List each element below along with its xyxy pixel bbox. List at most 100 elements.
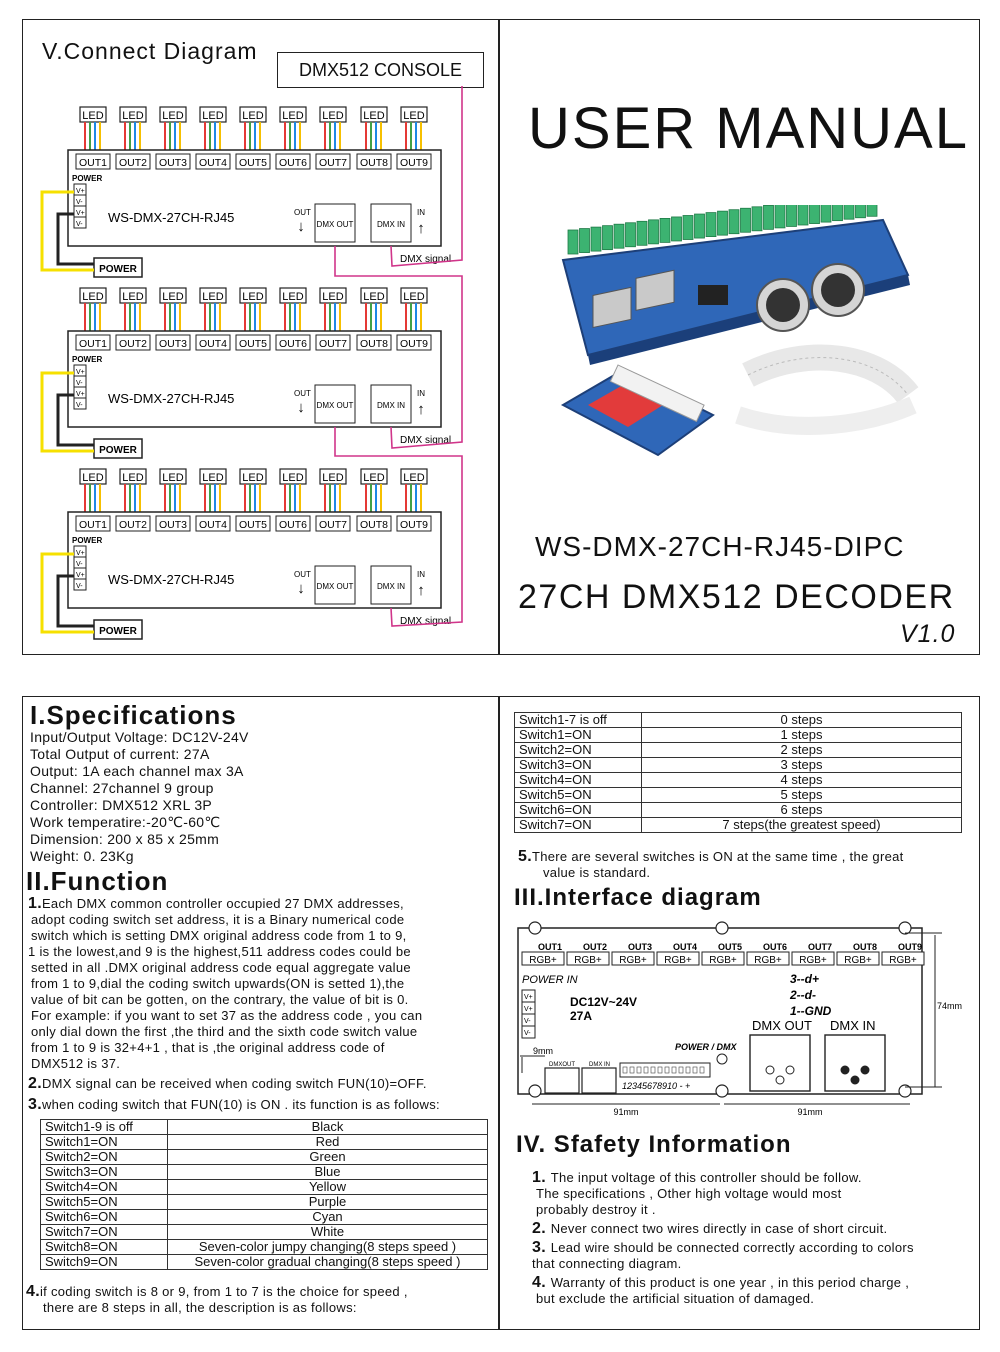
output-label: OUT8 xyxy=(360,157,388,169)
rgb-label: RGB+ xyxy=(529,955,557,966)
rgb-terminal xyxy=(701,951,745,966)
dmx-in-label: DMX IN xyxy=(830,1018,876,1033)
pin-label: 3--d+ xyxy=(790,972,819,986)
dip-lever xyxy=(685,1066,691,1074)
safety-line: 4. Warranty of this product is one year … xyxy=(532,1275,972,1291)
interface-heading: III.Interface diagram xyxy=(514,884,762,911)
safety-line: probably destroy it . xyxy=(532,1202,972,1218)
voltage-terminal xyxy=(73,397,87,410)
terminal-block xyxy=(809,205,820,224)
dip-lever xyxy=(643,1066,649,1074)
output-label: OUT9 xyxy=(400,157,428,169)
terminal-block xyxy=(705,212,717,237)
power-label: POWER xyxy=(72,174,102,183)
rgb-terminal xyxy=(611,951,655,966)
terminal-block xyxy=(717,210,728,236)
rgb-terminal xyxy=(656,951,700,966)
voltage-label: V- xyxy=(76,199,83,206)
mounting-hole xyxy=(715,1084,729,1098)
xlr-pin xyxy=(785,1065,795,1075)
arrow-down-icon: ↓ xyxy=(297,399,305,416)
mounting-hole xyxy=(898,1084,912,1098)
dmx-out-label: DMX OUT xyxy=(752,1018,812,1033)
output-terminal xyxy=(356,515,392,532)
output-label: OUT9 xyxy=(898,942,922,952)
led-box xyxy=(119,106,147,123)
terminal-block xyxy=(774,205,786,229)
terminal-block xyxy=(820,205,832,223)
led-box xyxy=(400,468,428,485)
terminal-block xyxy=(855,205,866,219)
mounting-hole xyxy=(528,1084,542,1098)
output-label: OUT1 xyxy=(79,157,107,169)
safety-line: 1. The input voltage of this controller … xyxy=(532,1170,972,1186)
text-line: There are several switches is ON at the … xyxy=(531,849,904,864)
safety-text: that connecting diagram. xyxy=(532,1256,682,1271)
text-line: setted in all .DMX original address code… xyxy=(31,960,411,975)
dmx-in-label: DMX IN xyxy=(377,401,405,410)
output-terminal xyxy=(195,334,231,351)
output-terminal xyxy=(356,153,392,170)
power-wire-negative xyxy=(56,574,94,628)
item-number: 2. xyxy=(532,1220,551,1237)
dip-lever xyxy=(692,1066,698,1074)
led-label: LED xyxy=(242,110,263,122)
item-number: 1. xyxy=(532,1169,551,1186)
safety-text: Warranty of this product is one year , i… xyxy=(550,1275,910,1290)
led-label: LED xyxy=(322,291,343,303)
value-cell: 5 steps xyxy=(641,787,962,803)
output-terminal xyxy=(115,153,151,170)
specs-heading: I.Specifications xyxy=(30,700,237,730)
value-cell: 1 steps xyxy=(641,727,962,743)
output-terminal xyxy=(396,515,432,532)
power-supply-box xyxy=(93,438,143,459)
led-box xyxy=(239,287,267,304)
output-label: OUT4 xyxy=(199,338,227,350)
terminal-block xyxy=(740,207,751,233)
item-number: 4. xyxy=(532,1274,551,1291)
value-cell: Red xyxy=(167,1134,488,1150)
text-line: if coding switch is 8 or 9, from 1 to 7 … xyxy=(39,1284,408,1299)
dmx-out-label: DMX OUT xyxy=(317,401,354,410)
led-label: LED xyxy=(162,472,183,484)
value-cell: White xyxy=(167,1224,488,1240)
voltage-label: V- xyxy=(76,221,83,228)
led-label: LED xyxy=(202,472,223,484)
dip-lever xyxy=(629,1066,635,1074)
led-box xyxy=(79,106,107,123)
output-label: OUT8 xyxy=(360,338,388,350)
output-label: OUT3 xyxy=(159,519,187,531)
output-label: OUT6 xyxy=(763,942,787,952)
output-label: OUT9 xyxy=(400,519,428,531)
terminal-block xyxy=(832,205,843,222)
switch-cell: Switch4=ON xyxy=(40,1179,168,1195)
dmx-out-port xyxy=(314,384,356,424)
terminal-block xyxy=(843,205,855,220)
cover-version: V1.0 xyxy=(900,620,956,648)
output-label: OUT3 xyxy=(159,157,187,169)
led-label: LED xyxy=(202,291,223,303)
terminal-block xyxy=(682,215,694,240)
output-label: OUT6 xyxy=(279,157,307,169)
led-box xyxy=(199,287,227,304)
rgb-label: RGB+ xyxy=(709,955,737,966)
led-label: LED xyxy=(322,472,343,484)
function-heading: II.Function xyxy=(26,866,169,896)
led-label: LED xyxy=(242,472,263,484)
output-terminal xyxy=(195,153,231,170)
led-label: LED xyxy=(322,110,343,122)
spec-line: Dimension: 200 x 85 x 25mm xyxy=(30,831,220,847)
dmx-signal-wire xyxy=(334,427,463,627)
output-label: OUT7 xyxy=(319,157,347,169)
output-label: OUT8 xyxy=(360,519,388,531)
model-label: WS-DMX-27CH-RJ45 xyxy=(108,572,234,587)
value-cell: 4 steps xyxy=(641,772,962,788)
rgb-terminal xyxy=(521,951,565,966)
item-number: 3. xyxy=(532,1239,551,1256)
value-cell: Seven-color jumpy changing(8 steps speed… xyxy=(167,1239,488,1255)
